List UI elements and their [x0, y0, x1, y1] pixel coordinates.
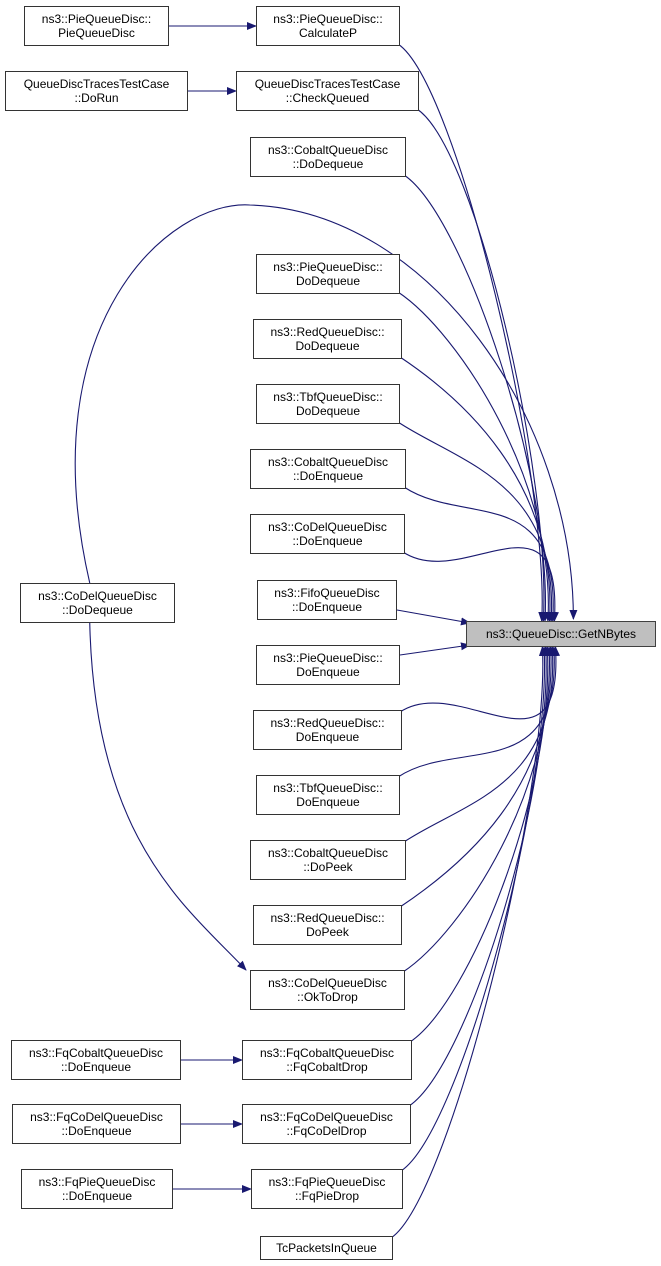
edge-pie_doenqueue-to-getnbytes [399, 642, 471, 656]
node-label-line: ::DoEnqueue [61, 1189, 133, 1203]
edge-red_dodequeue-to-getnbytes [399, 356, 555, 622]
node-label-line: QueueDiscTracesTestCase [254, 77, 401, 91]
target-label: ns3::QueueDisc::GetNBytes [485, 627, 637, 641]
node-label-line: ns3::FifoQueueDisc [274, 586, 380, 600]
node-pie-ctor[interactable]: ns3::PieQueueDisc:: PieQueueDisc [24, 6, 169, 46]
node-cobalt-doenqueue[interactable]: ns3::CobaltQueueDisc ::DoEnqueue [250, 449, 406, 489]
node-label-line: TcPacketsInQueue [276, 1241, 377, 1255]
node-codel-dodequeue[interactable]: ns3::CoDelQueueDisc ::DoDequeue [20, 583, 175, 623]
edge-cobalt_doenqueue-to-getnbytes [403, 486, 558, 622]
node-red-dodequeue[interactable]: ns3::RedQueueDisc:: DoDequeue [253, 319, 402, 359]
edge-codel_oktodrop-to-getnbytes [402, 646, 554, 973]
node-label-line: ::DoDequeue [62, 603, 133, 617]
edge-fqpie_drop-to-getnbytes [400, 646, 549, 1172]
edge-pie_calcp-to-getnbytes [397, 43, 547, 622]
node-label-line: ns3::PieQueueDisc:: [41, 12, 152, 26]
node-label-line: ns3::FqPieQueueDisc [268, 1175, 386, 1189]
node-label-line: ns3::PieQueueDisc:: [273, 651, 383, 665]
node-label-line: DoDequeue [295, 339, 360, 353]
edge-tbf_dodequeue-to-getnbytes [397, 421, 556, 622]
node-label-line: PieQueueDisc [58, 26, 135, 40]
node-label-line: DoDequeue [295, 404, 361, 418]
node-label-line: ::DoEnqueue [61, 1124, 132, 1138]
node-label-line: ::DoRun [74, 91, 119, 105]
node-label-line: ::DoDequeue [292, 157, 364, 171]
node-cobalt-dodequeue[interactable]: ns3::CobaltQueueDisc ::DoDequeue [250, 137, 406, 177]
node-fqcodel-drop[interactable]: ns3::FqCoDelQueueDisc ::FqCoDelDrop [242, 1104, 411, 1144]
edge-tbf_doenqueue-to-getnbytes [397, 646, 559, 778]
node-fifo-doenqueue[interactable]: ns3::FifoQueueDisc ::DoEnqueue [257, 580, 397, 620]
node-pie-calculatep[interactable]: ns3::PieQueueDisc:: CalculateP [256, 6, 400, 46]
edge-fifo_doenqueue-to-getnbytes [396, 609, 471, 626]
node-label-line: DoEnqueue [296, 665, 360, 679]
node-qdt-checkqueued[interactable]: QueueDiscTracesTestCase ::CheckQueued [236, 71, 419, 111]
node-cobalt-dopeek[interactable]: ns3::CobaltQueueDisc ::DoPeek [250, 840, 406, 880]
node-label-line: QueueDiscTracesTestCase [23, 77, 170, 91]
node-label-line: ns3::FqPieQueueDisc [38, 1175, 156, 1189]
node-label-line: ns3::CobaltQueueDisc [267, 143, 389, 157]
node-label-line: CalculateP [298, 26, 358, 40]
node-label-line: ns3::PieQueueDisc:: [273, 12, 383, 26]
node-pie-dodequeue[interactable]: ns3::PieQueueDisc:: DoDequeue [256, 254, 400, 294]
node-label-line: DoDequeue [295, 274, 361, 288]
node-label-line: ::DoEnqueue [60, 1060, 132, 1074]
node-label-line: ns3::FqCobaltQueueDisc [259, 1046, 395, 1060]
edge-fqcodel_drop-to-getnbytes [408, 646, 551, 1107]
node-label-line: ns3::RedQueueDisc:: [270, 911, 385, 925]
node-codel-doenqueue[interactable]: ns3::CoDelQueueDisc ::DoEnqueue [250, 514, 405, 554]
edge-fqcobalt_drop-to-getnbytes [409, 646, 552, 1043]
node-fqpie-drop[interactable]: ns3::FqPieQueueDisc ::FqPieDrop [251, 1169, 403, 1209]
node-label-line: ::CheckQueued [285, 91, 370, 105]
node-label-line: DoEnqueue [296, 795, 360, 809]
node-label-line: ns3::FqCobaltQueueDisc [28, 1046, 164, 1060]
edge-cobalt_dodequeue-to-getnbytes [403, 174, 550, 622]
node-label-line: ::DoEnqueue [291, 600, 363, 614]
node-red-dopeek[interactable]: ns3::RedQueueDisc:: DoPeek [253, 905, 402, 945]
node-label-line: ::FqCoDelDrop [286, 1124, 367, 1138]
node-fqcodel-doenqueue[interactable]: ns3::FqCoDelQueueDisc ::DoEnqueue [12, 1104, 181, 1144]
node-label-line: ::FqCobaltDrop [286, 1060, 368, 1074]
edge-pie_dodequeue-to-getnbytes [397, 291, 553, 622]
node-label-line: ns3::FqCoDelQueueDisc [260, 1110, 393, 1124]
edge-red_doenqueue-to-getnbytes [399, 646, 561, 720]
node-label-line: DoPeek [306, 925, 349, 939]
node-label-line: ns3::PieQueueDisc:: [273, 260, 383, 274]
node-label-line: ns3::CobaltQueueDisc [267, 846, 389, 860]
node-tcpacketsinqueue[interactable]: TcPacketsInQueue [260, 1236, 393, 1260]
node-label-line: ns3::CoDelQueueDisc [268, 976, 387, 990]
node-tbf-doenqueue[interactable]: ns3::TbfQueueDisc:: DoEnqueue [256, 775, 400, 815]
edge-qdt_checkqueued-to-getnbytes [416, 108, 548, 622]
edge-red_dopeek-to-getnbytes [399, 646, 556, 908]
edge-codel_dodequeue-to-getnbytes [74, 204, 578, 620]
node-label-line: ::OkToDrop [297, 990, 358, 1004]
node-tbf-dodequeue[interactable]: ns3::TbfQueueDisc:: DoDequeue [256, 384, 400, 424]
node-label-line: ns3::CobaltQueueDisc [267, 455, 389, 469]
node-label-line: ::FqPieDrop [294, 1189, 360, 1203]
edge-tcpacketsinqueue-to-getnbytes [390, 646, 547, 1239]
node-fqpie-doenqueue[interactable]: ns3::FqPieQueueDisc ::DoEnqueue [21, 1169, 173, 1209]
edge-codel_dodequeue-to-codel_oktodrop [89, 622, 247, 971]
edge-codel_doenqueue-to-getnbytes [402, 547, 559, 622]
node-label-line: ns3::TbfQueueDisc:: [273, 781, 383, 795]
node-target-getnbytes: ns3::QueueDisc::GetNBytes [466, 621, 656, 647]
node-fqcobalt-doenqueue[interactable]: ns3::FqCobaltQueueDisc ::DoEnqueue [11, 1040, 181, 1080]
node-label-line: ::DoEnqueue [292, 469, 364, 483]
node-label-line: ns3::CoDelQueueDisc [268, 520, 387, 534]
node-label-line: DoEnqueue [295, 730, 360, 744]
node-label-line: ns3::CoDelQueueDisc [38, 589, 157, 603]
node-fqcobalt-drop[interactable]: ns3::FqCobaltQueueDisc ::FqCobaltDrop [242, 1040, 412, 1080]
edge-cobalt_dopeek-to-getnbytes [403, 646, 557, 843]
node-label-line: ns3::RedQueueDisc:: [270, 716, 385, 730]
node-codel-oktodrop[interactable]: ns3::CoDelQueueDisc ::OkToDrop [250, 970, 405, 1010]
node-label-line: ::DoPeek [303, 860, 353, 874]
node-label-line: ns3::FqCoDelQueueDisc [30, 1110, 163, 1124]
node-label-line: ::DoEnqueue [292, 534, 363, 548]
node-red-doenqueue[interactable]: ns3::RedQueueDisc:: DoEnqueue [253, 710, 402, 750]
node-pie-doenqueue[interactable]: ns3::PieQueueDisc:: DoEnqueue [256, 645, 400, 685]
node-label-line: ns3::RedQueueDisc:: [270, 325, 385, 339]
node-label-line: ns3::TbfQueueDisc:: [273, 390, 383, 404]
node-qdt-dorun[interactable]: QueueDiscTracesTestCase ::DoRun [5, 71, 188, 111]
